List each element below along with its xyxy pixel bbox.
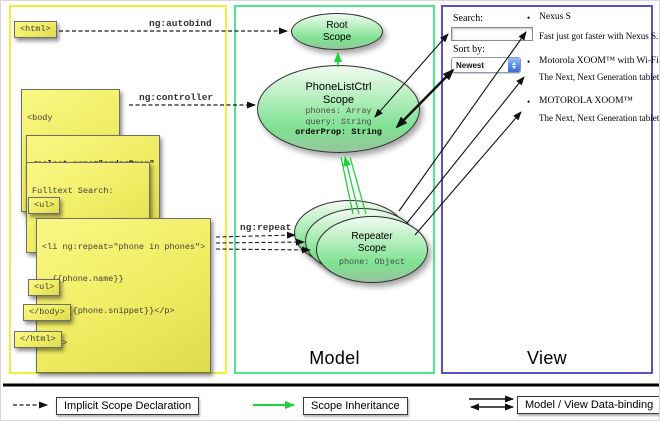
ng-repeat-label: ng:repeat <box>240 222 292 233</box>
legend-scope-inheritance: Scope Inheritance <box>303 397 408 415</box>
code-html-open: <html> <box>14 21 57 38</box>
search-input[interactable] <box>451 27 533 41</box>
phonelist-prop-phones: phones: Array <box>305 106 372 117</box>
legend-model-view-data-binding: Model / View Data-binding <box>517 396 659 414</box>
bullet-icon: • <box>527 57 531 67</box>
phone-item-desc: Fast just got faster with Nexus S. <box>539 31 659 41</box>
phonelist-prop-query: query: String <box>305 116 372 127</box>
ng-controller-label: ng:controller <box>139 92 214 103</box>
root-scope-title: Root Scope <box>322 20 352 43</box>
ng-autobind-label: ng:autobind <box>149 18 212 29</box>
select-stepper-icon <box>508 58 520 72</box>
code-ul-close: <ul> <box>28 279 61 296</box>
bullet-icon: • <box>527 97 531 107</box>
phonelist-prop-orderprop: orderProp: String <box>295 126 382 137</box>
model-panel: Model <box>234 5 435 374</box>
legend-implicit-scope-declaration: Implicit Scope Declaration <box>56 397 200 415</box>
code-li-repeat: <li ng:repeat="phone in phones"> {{phone… <box>36 218 212 373</box>
phone-item-title: Motorola XOOM™ with Wi-Fi <box>539 56 659 66</box>
sort-by-label: Sort by: <box>453 44 485 55</box>
phone-item-desc: The Next, Next Generation tablet. <box>539 113 660 123</box>
repeater-scope-title: Repeater Scope <box>351 231 393 254</box>
view-panel-label: View <box>527 348 567 368</box>
model-panel-label: Model <box>309 348 360 368</box>
phonelistctrl-scope-ellipse: PhoneListCtrl Scope phones: Array query:… <box>257 65 420 153</box>
phonelistctrl-scope-title: PhoneListCtrl Scope <box>305 81 372 106</box>
search-label: Search: <box>453 13 483 24</box>
repeater-prop-phone: phone: Object <box>338 257 406 268</box>
sort-select[interactable]: Newest <box>451 57 521 73</box>
sort-select-value: Newest <box>456 60 485 70</box>
phone-item-desc: The Next, Next Generation tablet. <box>539 72 660 82</box>
repeater-scope-ellipse-front: Repeater Scope phone: Object <box>316 216 428 283</box>
phone-item-title: Nexus S <box>539 12 571 22</box>
root-scope-ellipse: Root Scope <box>291 13 383 50</box>
bullet-icon: • <box>527 13 531 23</box>
phone-item-title: MOTOROLA XOOM™ <box>539 96 633 106</box>
code-ul-open: <ul> <box>28 197 61 214</box>
code-body-close: </body> <box>23 304 71 321</box>
code-html-close: </html> <box>14 331 62 348</box>
